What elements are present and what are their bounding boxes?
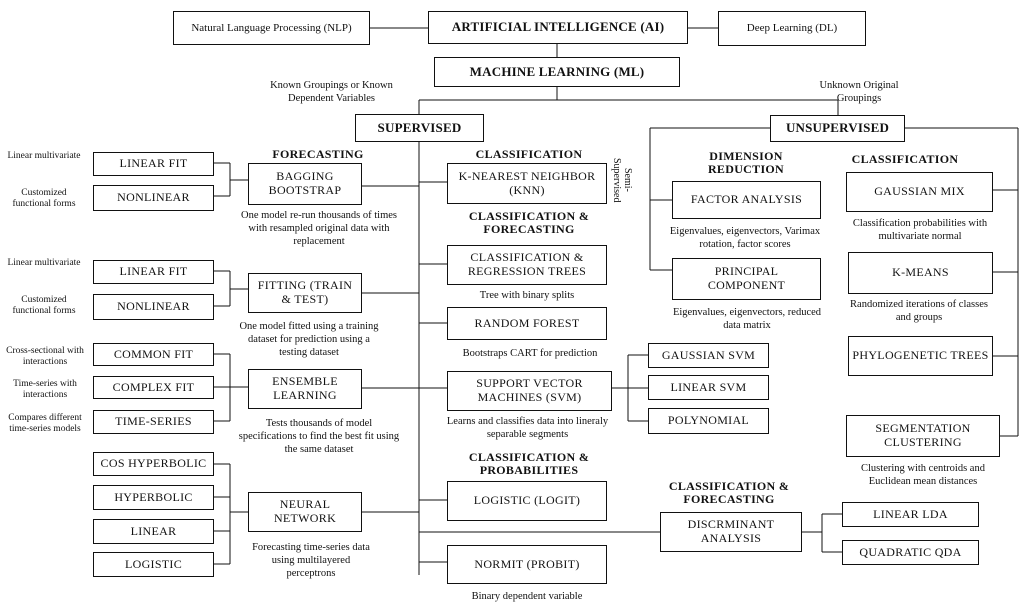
bagging-side-0: Linear multivariate [7, 151, 81, 161]
supervised-box: SUPERVISED [355, 114, 484, 142]
gaussian-mix-desc: Classification probabilities with multiv… [852, 218, 988, 243]
ensemble-side-2: Compares different time-series models [8, 413, 82, 435]
unknown-groupings-note: Unknown Original Groupings [819, 80, 899, 105]
bagging-option-nonlinear: NONLINEAR [93, 185, 214, 211]
neural-option-hyperbolic: HYPERBOLIC [93, 485, 214, 510]
neural-option-cos-hyperbolic: COS HYPERBOLIC [93, 452, 214, 476]
semi-supervised-label: Semi-Supervised [611, 157, 633, 203]
random-forest-desc: Bootstraps CART for prediction [462, 348, 598, 359]
forecasting-heading: FORECASTING [272, 147, 364, 161]
fitting-option-nonlinear: NONLINEAR [93, 294, 214, 320]
probit-box: NORMIT (PROBIT) [447, 545, 607, 584]
gaussian-svm-box: GAUSSIAN SVM [648, 343, 769, 368]
known-groupings-note: Known Groupings or Known Dependent Varia… [270, 80, 393, 105]
fitting-option-linear-fit: LINEAR FIT [93, 260, 214, 284]
gaussian-mix-box: GAUSSIAN MIX [846, 172, 993, 212]
dimension-reduction-heading: DIMENSION REDUCTION [707, 149, 785, 177]
kmeans-box: K-MEANS [848, 252, 993, 294]
bagging-desc: One model re-run thousands of times with… [240, 210, 397, 248]
logit-box: LOGISTIC (LOGIT) [447, 481, 607, 521]
ensemble-desc: Tests thousands of model specifications … [238, 418, 400, 456]
neural-option-logistic: LOGISTIC [93, 552, 214, 577]
fitting-desc: One model fitted using a training datase… [239, 321, 379, 359]
dl-box: Deep Learning (DL) [718, 11, 866, 46]
fitting-side-0: Linear multivariate [7, 258, 81, 268]
classification-heading: CLASSIFICATION [475, 147, 583, 161]
unsup-classification-heading: CLASSIFICATION [851, 152, 959, 166]
linear-lda-box: LINEAR LDA [842, 502, 979, 527]
factor-analysis-desc: Eigenvalues, eigenvectors, Varimax rotat… [669, 226, 821, 251]
ml-box: MACHINE LEARNING (ML) [434, 57, 680, 87]
ensemble-option-common-fit: COMMON FIT [93, 343, 214, 366]
neural-option-linear: LINEAR [93, 519, 214, 544]
class-prob-heading: CLASSIFICATION & PROBABILITIES [468, 450, 590, 478]
linear-svm-box: LINEAR SVM [648, 375, 769, 400]
segmentation-clustering-box: SEGMENTATION CLUSTERING [846, 415, 1000, 457]
fitting-train-test-box: FITTING (TRAIN & TEST) [248, 273, 362, 313]
cart-box: CLASSIFICATION & REGRESSION TREES [447, 245, 607, 285]
discriminant-analysis-box: DISCRMINANT ANALYSIS [660, 512, 802, 552]
bagging-bootstrap-box: BAGGING BOOTSTRAP [248, 163, 362, 205]
ensemble-side-1: Time-series with interactions [13, 379, 77, 401]
fitting-side-1: Customized functional forms [12, 295, 76, 317]
class-forecast-heading: CLASSIFICATION & FORECASTING [468, 209, 590, 237]
kmeans-desc: Randomized iterations of classes and gro… [850, 299, 988, 324]
principal-component-desc: Eigenvalues, eigenvectors, reduced data … [672, 307, 822, 332]
phylogenetic-trees-box: PHYLOGENETIC TREES [848, 336, 993, 376]
cart-desc: Tree with binary splits [479, 290, 575, 301]
neural-network-box: NEURAL NETWORK [248, 492, 362, 532]
unsupervised-box: UNSUPERVISED [770, 115, 905, 142]
probit-desc: Binary dependent variable [471, 591, 583, 602]
bagging-side-1: Customized functional forms [12, 188, 76, 210]
quadratic-qda-box: QUADRATIC QDA [842, 540, 979, 565]
svm-desc: Learns and classifies data into lineraly… [446, 416, 609, 441]
nlp-box: Natural Language Processing (NLP) [173, 11, 370, 45]
principal-component-box: PRINCIPAL COMPONENT [672, 258, 821, 300]
ensemble-option-time-series: TIME-SERIES [93, 410, 214, 434]
svm-box: SUPPORT VECTOR MACHINES (SVM) [447, 371, 612, 411]
ensemble-side-0: Cross-sectional with interactions [6, 346, 84, 368]
knn-box: K-NEAREST NEIGHBOR (KNN) [447, 163, 607, 204]
bagging-option-linear-fit: LINEAR FIT [93, 152, 214, 176]
class-forecast-heading-2: CLASSIFICATION & FORECASTING [668, 479, 790, 507]
factor-analysis-box: FACTOR ANALYSIS [672, 181, 821, 219]
random-forest-box: RANDOM FOREST [447, 307, 607, 340]
ensemble-learning-box: ENSEMBLE LEARNING [248, 369, 362, 409]
segmentation-desc: Clustering with centroids and Euclidean … [861, 463, 985, 488]
neural-desc: Forecasting time-series data using multi… [252, 542, 370, 580]
ensemble-option-complex-fit: COMPLEX FIT [93, 376, 214, 399]
polynomial-box: POLYNOMIAL [648, 408, 769, 434]
ai-box: ARTIFICIAL INTELLIGENCE (AI) [428, 11, 688, 44]
